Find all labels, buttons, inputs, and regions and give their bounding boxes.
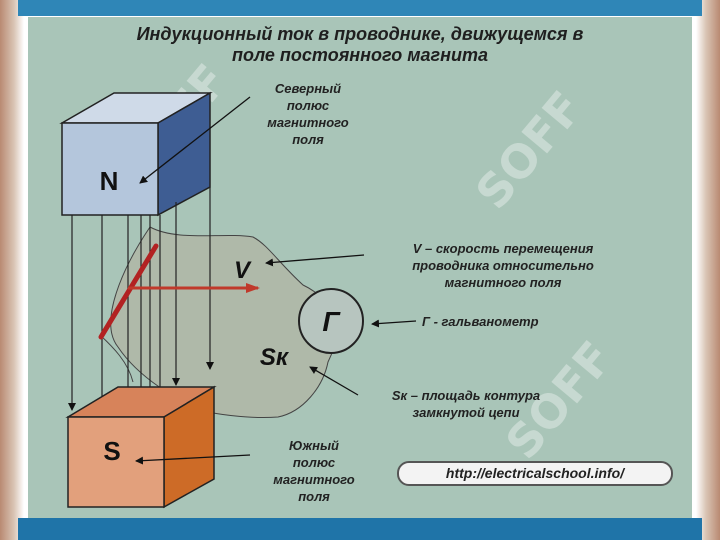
contour-area xyxy=(110,226,337,419)
label-line: магнитного поля xyxy=(444,275,562,290)
galvanometer-symbol: Г xyxy=(322,306,341,337)
source-url: http://electricalschool.info/ xyxy=(397,461,673,486)
north-magnet xyxy=(59,91,213,217)
label-line: Северный xyxy=(274,81,342,96)
label-line: магнитного xyxy=(267,115,349,130)
area-symbol: Sк xyxy=(260,344,290,371)
diagram-panel: SOFF SOFF SOFF SOFF N xyxy=(28,17,692,518)
label-line: проводника относительно xyxy=(412,258,594,273)
label-line: Южный xyxy=(288,438,339,453)
south-pole-label: Южный полюс магнитного поля xyxy=(254,437,374,505)
label-line: магнитного xyxy=(273,472,355,487)
bottom-bar xyxy=(18,518,702,540)
area-label: Sк – площадь контура замкнутой цепи xyxy=(356,387,576,421)
south-pole-letter: S xyxy=(103,436,120,466)
south-magnet xyxy=(65,385,217,509)
galvanometer xyxy=(298,288,364,354)
watermark-text: SOFF xyxy=(465,81,593,219)
galvanometer-label: Г - гальванометр xyxy=(422,314,539,329)
label-line: полюс xyxy=(286,98,330,113)
north-pole-label: Северный полюс магнитного поля xyxy=(248,80,368,148)
label-line: замкнутой цепи xyxy=(412,405,520,420)
label-line: поля xyxy=(292,132,324,147)
label-line: поля xyxy=(298,489,330,504)
conductor-rod xyxy=(98,243,159,340)
velocity-label: V – скорость перемещения проводника отно… xyxy=(368,240,638,291)
label-line: полюс xyxy=(292,455,336,470)
field-lines xyxy=(68,187,214,411)
title-line-1: Индукционный ток в проводнике, движущемс… xyxy=(136,24,584,44)
diagram-title: Индукционный ток в проводнике, движущемс… xyxy=(40,24,680,66)
diagram-canvas: SOFF SOFF SOFF SOFF N xyxy=(59,54,623,509)
velocity-symbol: V xyxy=(234,257,252,284)
title-line-2: поле постоянного магнита xyxy=(231,45,489,65)
circuit-wire xyxy=(99,334,134,383)
pointer-arrows xyxy=(135,96,417,465)
north-pole-letter: N xyxy=(100,166,119,196)
label-line: Sк – площадь контура xyxy=(391,388,541,403)
label-line: V – скорость перемещения xyxy=(412,241,594,256)
top-bar xyxy=(18,0,702,16)
